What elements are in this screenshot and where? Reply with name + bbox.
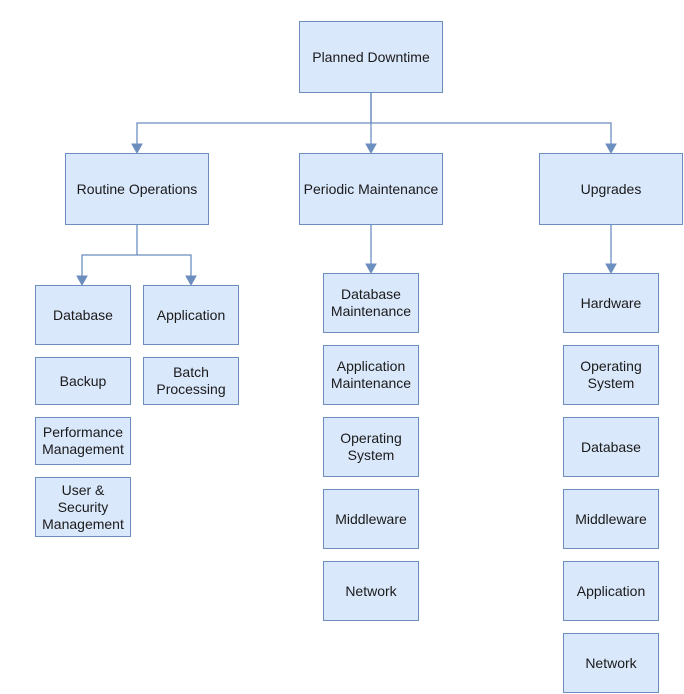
- node-upgrades-database[interactable]: Database: [563, 417, 659, 477]
- arrowhead-application-group: [185, 275, 197, 287]
- node-user-security-management[interactable]: User & Security Management: [35, 477, 131, 537]
- node-database-maintenance[interactable]: Database Maintenance: [323, 273, 419, 333]
- arrowhead-periodic-maintenance: [365, 143, 377, 155]
- connector-routine-to-application: [137, 254, 192, 281]
- connector-root-to-upgrades: [371, 122, 612, 149]
- node-routine-application[interactable]: Application: [143, 285, 239, 345]
- node-upgrades-middleware[interactable]: Middleware: [563, 489, 659, 549]
- node-hardware[interactable]: Hardware: [563, 273, 659, 333]
- node-periodic-maintenance[interactable]: Periodic Maintenance: [299, 153, 443, 225]
- node-periodic-middleware[interactable]: Middleware: [323, 489, 419, 549]
- arrowhead-routine-operations: [131, 143, 143, 155]
- node-upgrades[interactable]: Upgrades: [539, 153, 683, 225]
- node-upgrades-network[interactable]: Network: [563, 633, 659, 693]
- connector-routine-to-database: [81, 225, 138, 281]
- arrowhead-upgrades: [605, 143, 617, 155]
- node-application-maintenance[interactable]: Application Maintenance: [323, 345, 419, 405]
- node-routine-operations[interactable]: Routine Operations: [65, 153, 209, 225]
- node-planned-downtime[interactable]: Planned Downtime: [299, 21, 443, 93]
- connector-root-to-routine-operations: [136, 93, 372, 149]
- node-batch-processing[interactable]: Batch Processing: [143, 357, 239, 405]
- node-upgrades-operating-system[interactable]: Operating System: [563, 345, 659, 405]
- node-performance-management[interactable]: Performance Management: [35, 417, 131, 465]
- node-periodic-operating-system[interactable]: Operating System: [323, 417, 419, 477]
- node-routine-database[interactable]: Database: [35, 285, 131, 345]
- node-periodic-network[interactable]: Network: [323, 561, 419, 621]
- node-upgrades-application[interactable]: Application: [563, 561, 659, 621]
- arrowhead-database-group: [76, 275, 88, 287]
- node-backup[interactable]: Backup: [35, 357, 131, 405]
- arrowhead-periodic-items: [365, 263, 377, 275]
- arrowhead-upgrades-items: [605, 263, 617, 275]
